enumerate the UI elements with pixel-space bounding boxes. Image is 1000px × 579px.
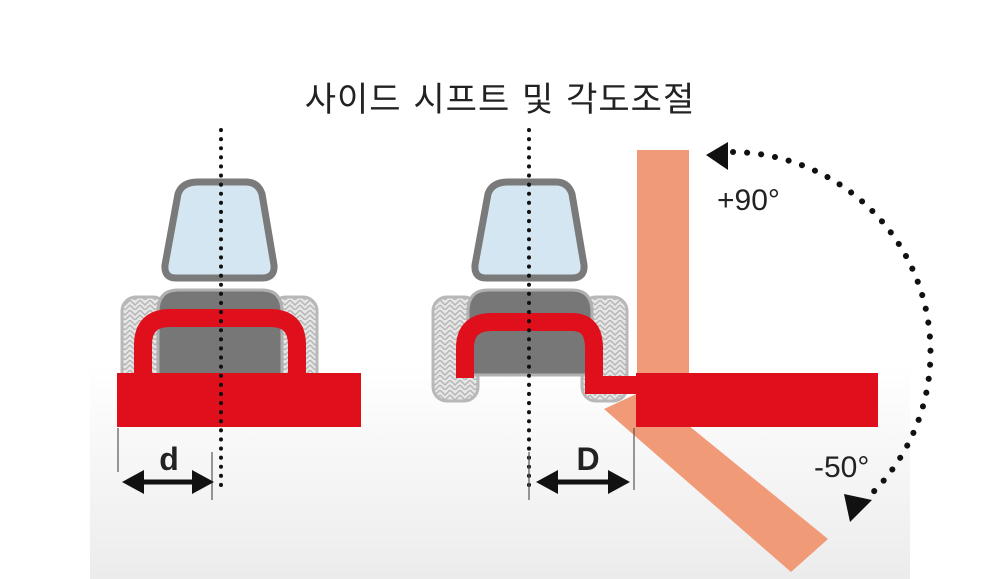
arrow-down-50 [844, 494, 872, 522]
mount-frame [134, 309, 306, 378]
label-D: D [576, 441, 599, 477]
arrow-up-90 [706, 142, 728, 170]
mower-deck [117, 373, 361, 427]
label-d: d [159, 441, 179, 477]
dimension-D [528, 428, 635, 500]
page-title: 사이드 시프트 및 각도조절 [304, 80, 696, 120]
tractor-body [466, 288, 594, 377]
dimension-d [117, 428, 214, 500]
angle-arc [730, 149, 934, 503]
angle-label-pos: +90° [717, 184, 780, 217]
angle-label-neg: -50° [814, 451, 869, 484]
mower-deck-lowered-50 [604, 390, 828, 572]
mower-deck-shifted [636, 373, 878, 427]
tractor-right [431, 150, 878, 572]
mount-frame [456, 313, 640, 394]
tractor-left [117, 178, 361, 427]
